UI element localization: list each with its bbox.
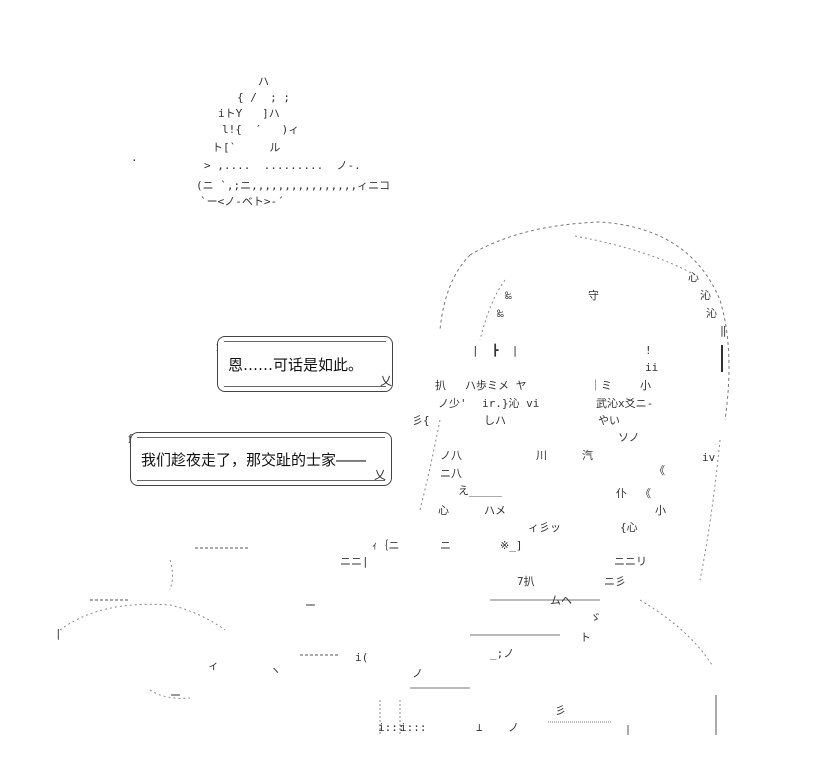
art-fragment: ir.}沁 vi (482, 397, 540, 410)
bubble-tail-1: 乂 (380, 374, 393, 388)
speech-bubble-2: 我们趁夜走了，那交趾的士家―― (130, 432, 392, 486)
art-fragment: ゞ (590, 611, 601, 624)
art-fragment: 仆 (616, 487, 627, 500)
art-fragment: ⊥ (476, 721, 483, 734)
art-fragment: 彡{ (412, 414, 430, 427)
dialogue-line-1: 恩……可话是如此。 (228, 355, 364, 374)
art-fragment: ノ少' (438, 397, 467, 410)
art-fire-top: ハ (258, 75, 269, 88)
art-fragment: ー (305, 599, 316, 612)
art-fire-row: l!{ ′ )ィ (222, 123, 300, 136)
art-fragment: 扒 (435, 379, 446, 392)
art-fragment: 武沁x爻ニ- (596, 397, 654, 410)
art-fragment: 沁 (700, 289, 711, 302)
art-fragment: え_____ (458, 484, 503, 497)
art-fragment: i::: (400, 721, 427, 734)
art-fire-row: ト[` ル (212, 141, 281, 154)
art-fragment: | (55, 627, 62, 640)
art-fragment: 小 (655, 504, 666, 517)
art-fire-row: > ,.... ......... ノ-. (204, 159, 361, 172)
art-fragment: ハメ (484, 504, 506, 517)
art-fragment: | ┣ | (472, 344, 519, 357)
art-fragment: 沁 (706, 307, 717, 320)
art-fragment: ヽ (270, 664, 281, 677)
art-fragment: 汽 (582, 449, 593, 462)
art-fragment: ィ彡ッ (528, 521, 561, 534)
art-fragment: やい (598, 414, 620, 427)
art-fragment: 守 (588, 289, 599, 302)
art-fragment: ニニ| (340, 555, 369, 568)
art-fragment: ｜ミ (590, 379, 612, 392)
art-fire-row: (ニ `,;ニ,,,,,,,,,,,,,,,,ィニコ (196, 179, 391, 192)
art-fragment: 川 (536, 449, 547, 462)
art-fragment: 7扒 (517, 575, 535, 588)
art-fragment: ニニリ (614, 555, 647, 568)
art-fragment: _;ノ (490, 647, 515, 660)
art-fragment: ‰ (505, 289, 512, 302)
dialogue-line-2: 我们趁夜走了，那交趾的士家―― (141, 450, 367, 469)
art-fragment: ‖ (720, 324, 727, 337)
art-fragment: ムヘ (550, 594, 572, 607)
art-fragment: ニ彡 (604, 575, 626, 588)
art-fragment: i( (355, 651, 369, 664)
art-fragment: ｨ｛ニ (372, 539, 400, 552)
art-fragment: ニ八 (440, 467, 462, 480)
art-fire-row: { / ; ; (237, 91, 290, 104)
art-fragment: 《 (640, 487, 651, 500)
art-fire-row: `ー<ノ-ベト>-´ (200, 195, 284, 208)
bubble-tail-2: 乂 (374, 468, 387, 482)
art-fragment: {心 (620, 521, 638, 534)
art-fragment: 彡 (555, 704, 566, 717)
art-fragment: 心 (438, 504, 449, 517)
art-fragment: ノ (412, 667, 423, 680)
art-fragment: i::: (378, 721, 405, 734)
art-fragment: 心 (688, 271, 699, 284)
art-fragment: ニ (440, 539, 451, 552)
art-fragment: iv (702, 451, 716, 464)
art-fragment: ノ八 (440, 449, 462, 462)
art-fragment: ハ歩ミメ ヤ (465, 379, 527, 392)
art-fragment: 《 (654, 464, 665, 477)
art-fragment: ト (580, 631, 591, 644)
speech-bubble-1: 恩……可话是如此。 (217, 336, 393, 392)
art-fragment: 小 (640, 379, 651, 392)
art-fragment: ー (170, 689, 181, 702)
art-fragment: ‰ (497, 307, 504, 320)
art-fragment: ソノ (618, 431, 640, 444)
art-fire-row: iトY ]ハ (218, 107, 280, 120)
art-fragment: ノ (508, 721, 519, 734)
art-fragment: ィ (208, 659, 219, 672)
art-fragment: しハ (484, 414, 506, 427)
art-fragment: ! (645, 344, 652, 357)
art-dot: . (131, 151, 138, 164)
art-fragment: ※_] (500, 539, 523, 552)
art-fragment: ii (645, 361, 659, 374)
